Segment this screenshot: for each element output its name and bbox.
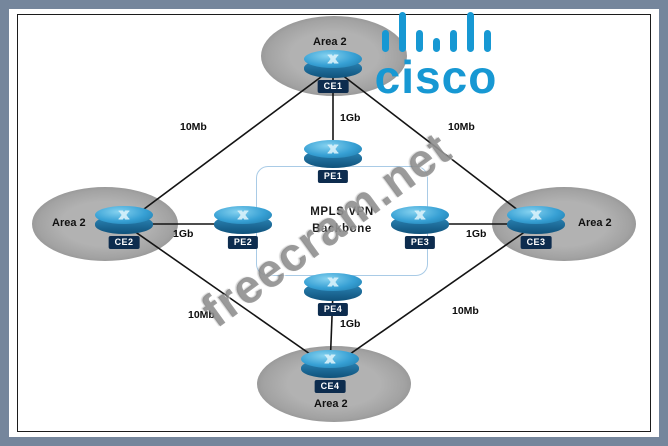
router-icon bbox=[391, 206, 449, 236]
backbone-title-line2: Backbone bbox=[312, 223, 372, 235]
router-icon bbox=[214, 206, 272, 236]
link-label-pe4-ce4: 1Gb bbox=[340, 318, 361, 330]
router-ce3: CE3 bbox=[506, 206, 566, 250]
link-label-ce2-ce4: 10Mb bbox=[188, 309, 215, 321]
area-label-bottom: Area 2 bbox=[314, 398, 348, 410]
area-label-top: Area 2 bbox=[313, 36, 347, 48]
router-ce2: CE2 bbox=[94, 206, 154, 250]
router-pe4: PE4 bbox=[303, 273, 363, 317]
router-icon bbox=[301, 350, 359, 380]
router-label: PE1 bbox=[317, 170, 349, 183]
router-label: CE4 bbox=[314, 380, 346, 393]
link-label-ce2-pe2: 1Gb bbox=[173, 228, 194, 240]
router-pe2: PE2 bbox=[213, 206, 273, 250]
link-label-ce4-ce3: 10Mb bbox=[452, 305, 479, 317]
router-pe1: PE1 bbox=[303, 140, 363, 184]
router-ce1: CE1 bbox=[303, 50, 363, 94]
router-icon bbox=[304, 140, 362, 170]
cisco-wordmark: cisco bbox=[374, 51, 498, 103]
router-label: PE2 bbox=[227, 236, 259, 249]
link-label-pe3-ce3: 1Gb bbox=[466, 228, 487, 240]
router-icon bbox=[304, 50, 362, 80]
router-label: CE3 bbox=[520, 236, 552, 249]
backbone-title-line1: MPLS VPN bbox=[310, 205, 374, 218]
router-icon bbox=[95, 206, 153, 236]
router-icon bbox=[304, 273, 362, 303]
link-label-ce1-pe1: 1Gb bbox=[340, 112, 361, 124]
link-label-ce1-ce2: 10Mb bbox=[180, 121, 207, 133]
cisco-logo: cisco bbox=[366, 6, 506, 100]
area-label-left: Area 2 bbox=[52, 217, 86, 229]
router-label: PE3 bbox=[404, 236, 436, 249]
router-label: PE4 bbox=[317, 303, 349, 316]
link-label-ce1-ce3: 10Mb bbox=[448, 121, 475, 133]
router-ce4: CE4 bbox=[300, 350, 360, 394]
router-label: CE2 bbox=[108, 236, 140, 249]
area-label-right: Area 2 bbox=[578, 217, 612, 229]
cisco-bridge-icon bbox=[366, 6, 506, 52]
router-label: CE1 bbox=[317, 80, 349, 93]
router-icon bbox=[507, 206, 565, 236]
router-pe3: PE3 bbox=[390, 206, 450, 250]
